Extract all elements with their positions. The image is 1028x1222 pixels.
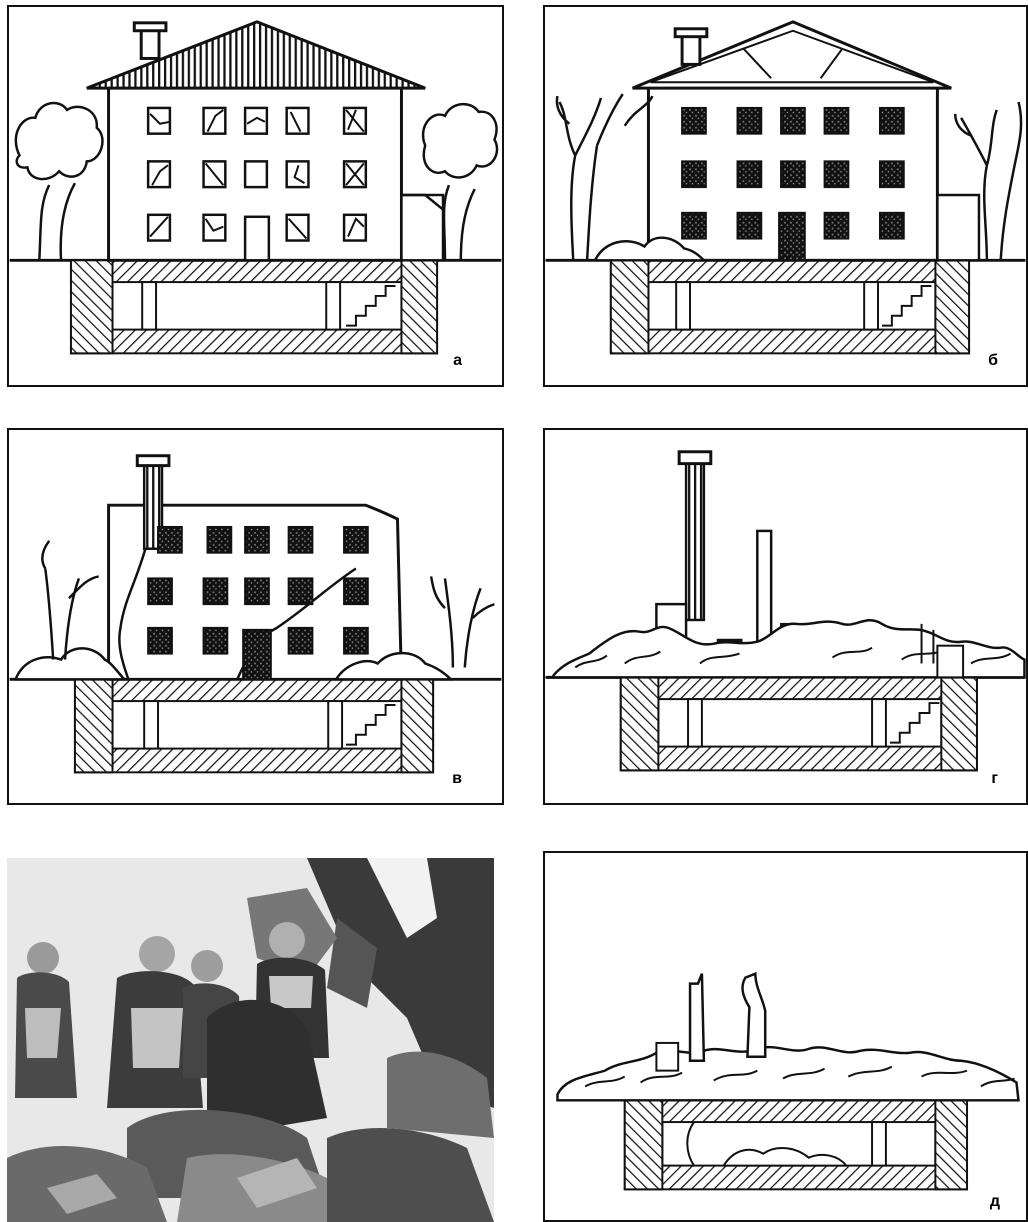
building-ruins-drawing [545, 430, 1026, 803]
panel-label-a: а [453, 353, 462, 369]
rubble-over-shelter-drawing [545, 853, 1026, 1220]
panel-label-g: г [991, 771, 998, 787]
rescue-workers-photo [7, 858, 494, 1222]
panel-v-heavy-damage: в [7, 428, 504, 805]
panel-g-full-destruction: г [543, 428, 1028, 805]
building-medium-damage-drawing [545, 7, 1026, 385]
building-heavy-damage-drawing [9, 430, 502, 803]
panel-label-b: б [988, 353, 998, 369]
panel-label-d: д [990, 1194, 1000, 1210]
rescue-workers-photo-image [7, 858, 494, 1222]
panel-label-v: в [452, 771, 462, 787]
panel-d-flattened-rubble: д [543, 851, 1028, 1222]
panel-b-medium-damage: б [543, 5, 1028, 387]
panel-a-weak-damage: а [7, 5, 504, 387]
building-weak-damage-drawing [9, 7, 502, 385]
